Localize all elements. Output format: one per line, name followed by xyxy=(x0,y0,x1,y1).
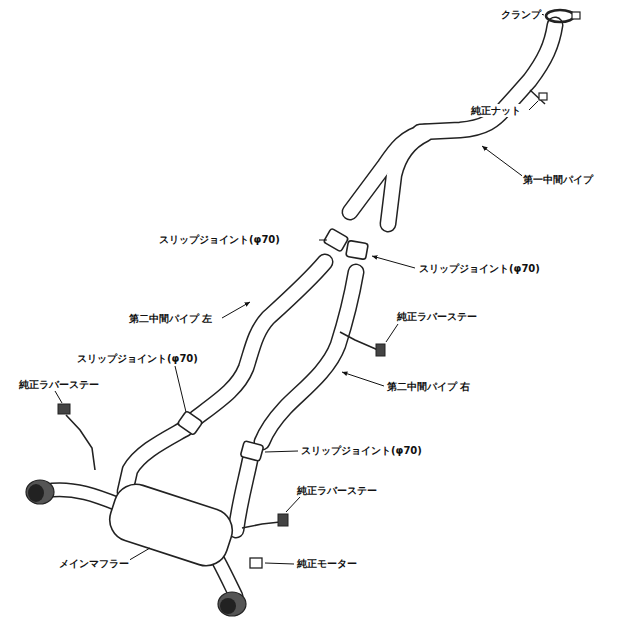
leader-line xyxy=(55,391,62,403)
nut xyxy=(539,93,547,100)
pipe-outline xyxy=(236,460,250,530)
tail-tip-opening xyxy=(220,598,236,614)
clamp-ring xyxy=(546,10,574,22)
leader-line xyxy=(286,497,300,512)
pipe-body xyxy=(218,560,236,596)
leader-line xyxy=(529,101,538,110)
part-label: スリップジョイント(φ70) xyxy=(300,444,423,457)
pipe-outline xyxy=(218,560,236,596)
part-label: 純正ラバーステー xyxy=(296,484,378,497)
part-label: 純正ラバーステー xyxy=(396,310,478,323)
valve-motor xyxy=(250,558,262,568)
pipe-body xyxy=(262,272,356,442)
part-label: スリップジョイント(φ70) xyxy=(418,262,541,275)
slip-joint xyxy=(240,441,263,462)
pipe-body xyxy=(52,490,120,505)
stay-rod xyxy=(242,522,280,528)
slip-joint xyxy=(346,240,368,259)
pipe-outline xyxy=(262,272,356,442)
part-label: 第一中間パイプ xyxy=(522,173,594,186)
part-label: 第二中間パイプ 右 xyxy=(386,380,471,393)
slip-joint xyxy=(323,228,348,252)
rubber-stay xyxy=(376,344,385,356)
leader-line xyxy=(342,372,384,386)
part-label: スリップジョイント(φ70) xyxy=(76,352,199,365)
leader-line xyxy=(265,451,298,452)
part-label: クランプ xyxy=(500,8,542,21)
pipe-body xyxy=(420,25,555,132)
rubber-stay xyxy=(58,404,70,414)
tail-tip xyxy=(26,480,54,504)
part-label: 純正ナット xyxy=(470,104,522,117)
pipe-outline xyxy=(420,25,555,132)
pipe-body xyxy=(388,134,425,224)
clamp-bolt xyxy=(572,12,580,19)
stay-rod xyxy=(66,415,95,470)
leader-line xyxy=(372,256,415,268)
pipe-body xyxy=(125,428,186,492)
leader-line xyxy=(175,366,186,412)
part-label: 純正ラバーステー xyxy=(18,378,100,391)
part-label: 第二中間パイプ 左 xyxy=(128,312,213,325)
pipe-outline xyxy=(125,428,186,492)
part-label: メインマフラー xyxy=(58,557,130,570)
slip-joint xyxy=(177,411,203,436)
leader-line xyxy=(265,563,294,564)
rubber-stay xyxy=(278,514,288,526)
pipe-body xyxy=(236,460,250,530)
tail-tip-opening xyxy=(28,484,44,502)
leader-line xyxy=(482,146,525,178)
part-label: 純正モーター xyxy=(296,557,358,570)
leader-line xyxy=(222,302,250,318)
stay-rod xyxy=(340,332,378,350)
pipe-outline xyxy=(52,490,120,505)
leader-line xyxy=(319,240,327,241)
tail-tip xyxy=(218,592,246,616)
part-label: スリップジョイント(φ70) xyxy=(158,233,281,246)
leader-line xyxy=(386,324,398,342)
